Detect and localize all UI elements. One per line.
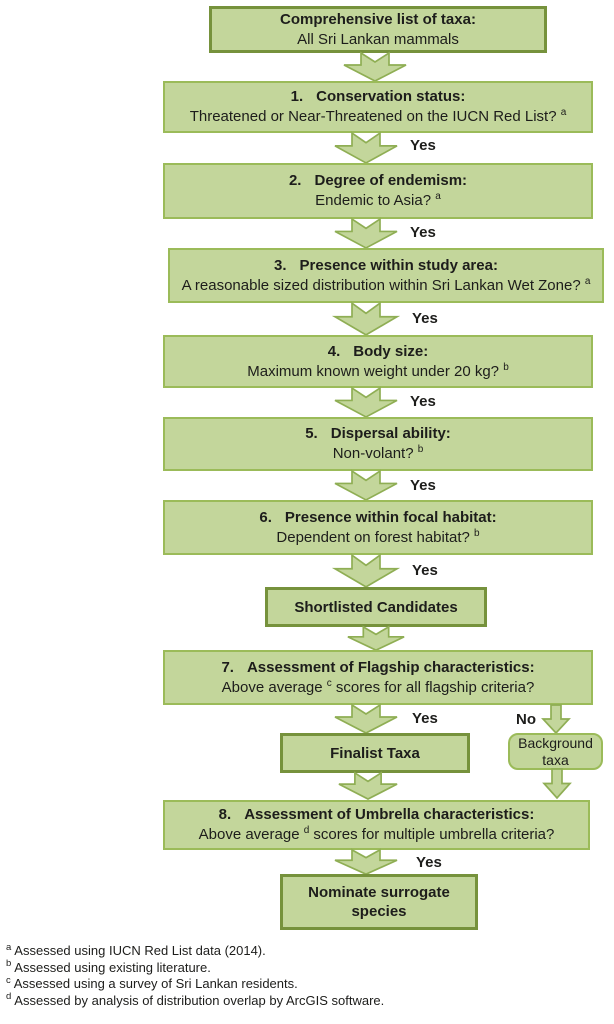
step-title: Presence within study area:: [299, 256, 498, 274]
down-chevron-arrow-icon: [334, 132, 398, 164]
step-criterion: Maximum known weight under 20 kg? b: [247, 361, 509, 380]
yes-label: Yes: [410, 224, 436, 241]
step-number: 8.: [218, 806, 232, 823]
step-4-box: 4. Body size: Maximum known weight under …: [163, 335, 593, 388]
step-criterion: Dependent on forest habitat? b: [276, 527, 480, 546]
yes-label: Yes: [410, 393, 436, 410]
down-chevron-arrow-icon: [334, 218, 398, 249]
step-number: 1.: [290, 88, 304, 105]
step-6-box: 6. Presence within focal habitat: Depende…: [163, 500, 593, 555]
step-criterion: Above average c scores for all flagship …: [221, 677, 535, 696]
step-number: 2.: [288, 172, 302, 189]
yes-label: Yes: [412, 310, 438, 327]
step-title: Conservation status:: [316, 88, 466, 105]
down-chevron-arrow-icon: [334, 387, 398, 418]
down-chevron-arrow-icon: [343, 52, 407, 82]
shortlisted-candidates-box: Shortlisted Candidates: [265, 587, 487, 627]
step-title: Assessment of Umbrella characteristics:: [244, 806, 535, 823]
step-5-box: 5. Dispersal ability: Non-volant? b: [163, 417, 593, 471]
footnote-marker: a: [435, 191, 441, 202]
step-number: 3.: [274, 256, 287, 274]
yes-label: Yes: [410, 477, 436, 494]
down-chevron-arrow-icon: [334, 470, 398, 501]
down-chevron-arrow-icon: [334, 849, 398, 875]
step-1-box: 1. Conservation status: Threatened or Nea…: [163, 81, 593, 133]
step-title: Dispersal ability:: [330, 425, 451, 442]
step-3-box: 3. Presence within study area: A reasonab…: [168, 248, 604, 303]
step-number: 7.: [221, 658, 234, 676]
step-7-box: 7. Assessment of Flagship characteristics…: [163, 650, 593, 705]
step-criterion: Endemic to Asia? a: [315, 191, 441, 210]
step-criterion: Above average d scores for multiple umbr…: [198, 825, 555, 844]
step-title: Presence within focal habitat:: [284, 508, 497, 526]
no-label: No: [516, 711, 536, 728]
footnote-marker: b: [503, 361, 509, 373]
nominate-surrogate-species-box: Nominate surrogate species: [280, 874, 478, 930]
footnote-marker: c: [6, 974, 11, 986]
yes-label: Yes: [410, 137, 436, 154]
footnote-marker: a: [6, 941, 12, 953]
footnote-marker: c: [326, 677, 332, 689]
footnote-marker: d: [303, 825, 310, 836]
footnote-marker: a: [584, 275, 591, 287]
down-chevron-arrow-icon: [347, 626, 405, 651]
down-chevron-arrow-icon: [334, 704, 398, 734]
step-criterion: Non-volant? b: [332, 444, 424, 463]
step-title: Degree of endemism:: [314, 172, 468, 189]
step-number: 4.: [327, 342, 341, 360]
footnote-marker: a: [560, 107, 567, 118]
yes-label: Yes: [412, 710, 438, 727]
down-chevron-arrow-icon: [334, 302, 398, 336]
footnote-marker: b: [417, 444, 424, 455]
background-taxa-box: Background taxa: [508, 733, 603, 770]
footnote-marker: b: [6, 958, 12, 970]
down-chevron-arrow-icon: [338, 772, 398, 800]
step-number: 6.: [259, 508, 272, 526]
step-title: Assessment of Flagship characteristics:: [246, 658, 535, 676]
start-box-title: Comprehensive list of taxa:: [280, 10, 476, 28]
footnote-marker: d: [6, 991, 12, 1003]
yes-label: Yes: [416, 854, 442, 871]
yes-label: Yes: [412, 562, 438, 579]
finalist-taxa-box: Finalist Taxa: [280, 733, 470, 773]
step-8-box: 8. Assessment of Umbrella characteristics…: [163, 800, 590, 850]
start-box: Comprehensive list of taxa: All Sri Lank…: [209, 6, 547, 53]
down-arrow-icon: [543, 768, 571, 799]
step-criterion: A reasonable sized distribution within S…: [181, 275, 591, 294]
step-2-box: 2. Degree of endemism: Endemic to Asia? a: [163, 163, 593, 219]
step-criterion: Threatened or Near-Threatened on the IUC…: [189, 107, 567, 126]
footnote-marker: b: [474, 527, 480, 539]
start-box-subtitle: All Sri Lankan mammals: [297, 30, 459, 48]
step-title: Body size:: [353, 342, 429, 360]
down-arrow-icon: [542, 704, 570, 734]
down-chevron-arrow-icon: [334, 554, 398, 588]
step-number: 5.: [305, 425, 318, 442]
